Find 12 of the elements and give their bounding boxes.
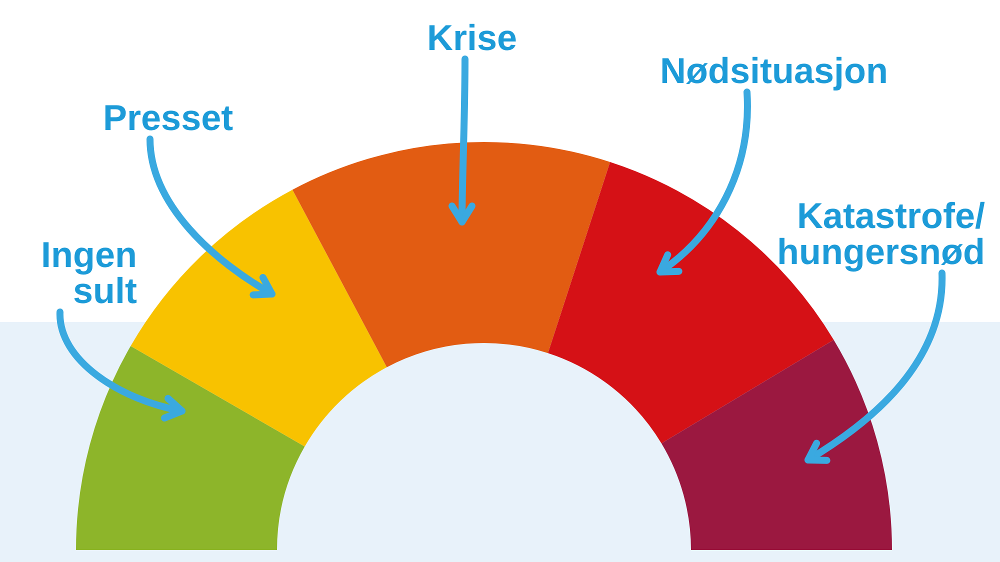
gauge-segment <box>661 340 892 550</box>
stage-label: Katastrofe/ hungersnød <box>777 198 985 270</box>
leader-arrow <box>146 136 276 298</box>
gauge-segment <box>292 142 610 368</box>
gauge-segment <box>76 346 305 550</box>
stage-label: Presset <box>103 100 234 136</box>
leader-arrow <box>804 270 946 464</box>
leader-arrow <box>656 88 751 276</box>
stage-label: Nødsituasjon <box>660 53 888 89</box>
stage-label: Ingen sult <box>41 237 137 309</box>
leader-arrow <box>448 56 476 226</box>
stage-label: Krise <box>427 20 518 56</box>
